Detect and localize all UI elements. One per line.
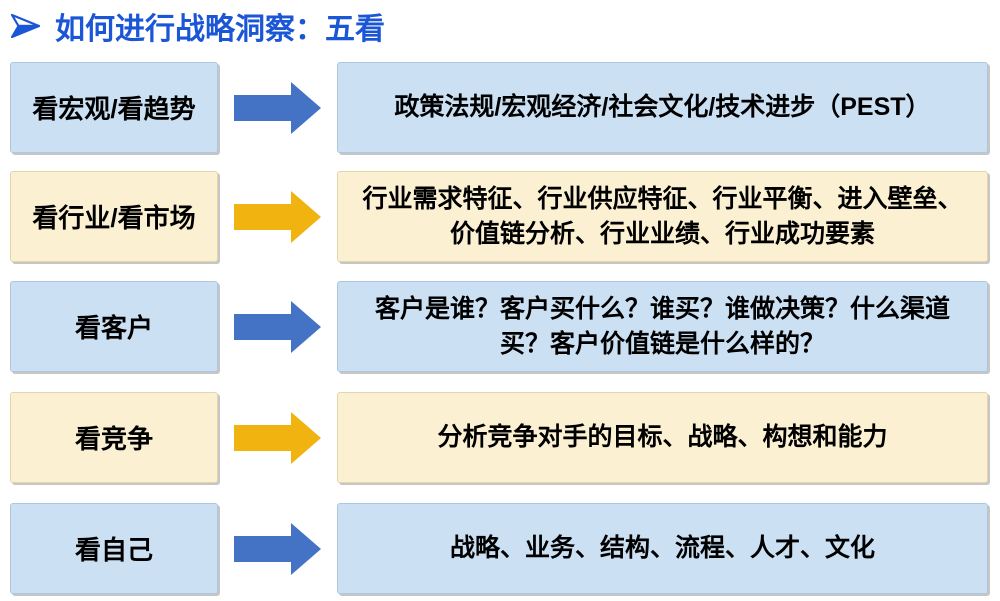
right-arrow-icon bbox=[218, 281, 337, 372]
label-box-macro-trends: 看宏观/看趋势 bbox=[10, 62, 218, 153]
page-title-text: 如何进行战略洞察：五看 bbox=[55, 13, 385, 46]
content-box-customers: 客户是谁？客户买什么？谁买？谁做决策？什么渠道买？客户价值链是什么样的？ bbox=[337, 281, 988, 372]
right-arrow-icon bbox=[218, 171, 337, 262]
page-title: 如何进行战略洞察：五看 bbox=[10, 6, 385, 46]
label-box-industry-market: 看行业/看市场 bbox=[10, 171, 218, 262]
label-box-customers: 看客户 bbox=[10, 281, 218, 372]
row-competition: 看竞争 分析竞争对手的目标、战略、构想和能力 bbox=[10, 392, 988, 483]
right-arrow-icon bbox=[218, 62, 337, 153]
right-arrow-icon bbox=[218, 392, 337, 483]
row-self: 看自己 战略、业务、结构、流程、人才、文化 bbox=[10, 503, 988, 594]
right-arrow-icon bbox=[218, 503, 337, 594]
row-macro-trends: 看宏观/看趋势 政策法规/宏观经济/社会文化/技术进步（PEST） bbox=[10, 62, 988, 153]
label-box-self: 看自己 bbox=[10, 503, 218, 594]
arrowhead-bullet-icon bbox=[10, 12, 42, 40]
row-customers: 看客户 客户是谁？客户买什么？谁买？谁做决策？什么渠道买？客户价值链是什么样的？ bbox=[10, 281, 988, 372]
content-box-industry-market: 行业需求特征、行业供应特征、行业平衡、进入壁垒、价值链分析、行业业绩、行业成功要… bbox=[337, 171, 988, 262]
content-box-self: 战略、业务、结构、流程、人才、文化 bbox=[337, 503, 988, 594]
label-box-competition: 看竞争 bbox=[10, 392, 218, 483]
content-box-competition: 分析竞争对手的目标、战略、构想和能力 bbox=[337, 392, 988, 483]
row-industry-market: 看行业/看市场 行业需求特征、行业供应特征、行业平衡、进入壁垒、价值链分析、行业… bbox=[10, 171, 988, 262]
content-box-macro-trends: 政策法规/宏观经济/社会文化/技术进步（PEST） bbox=[337, 62, 988, 153]
